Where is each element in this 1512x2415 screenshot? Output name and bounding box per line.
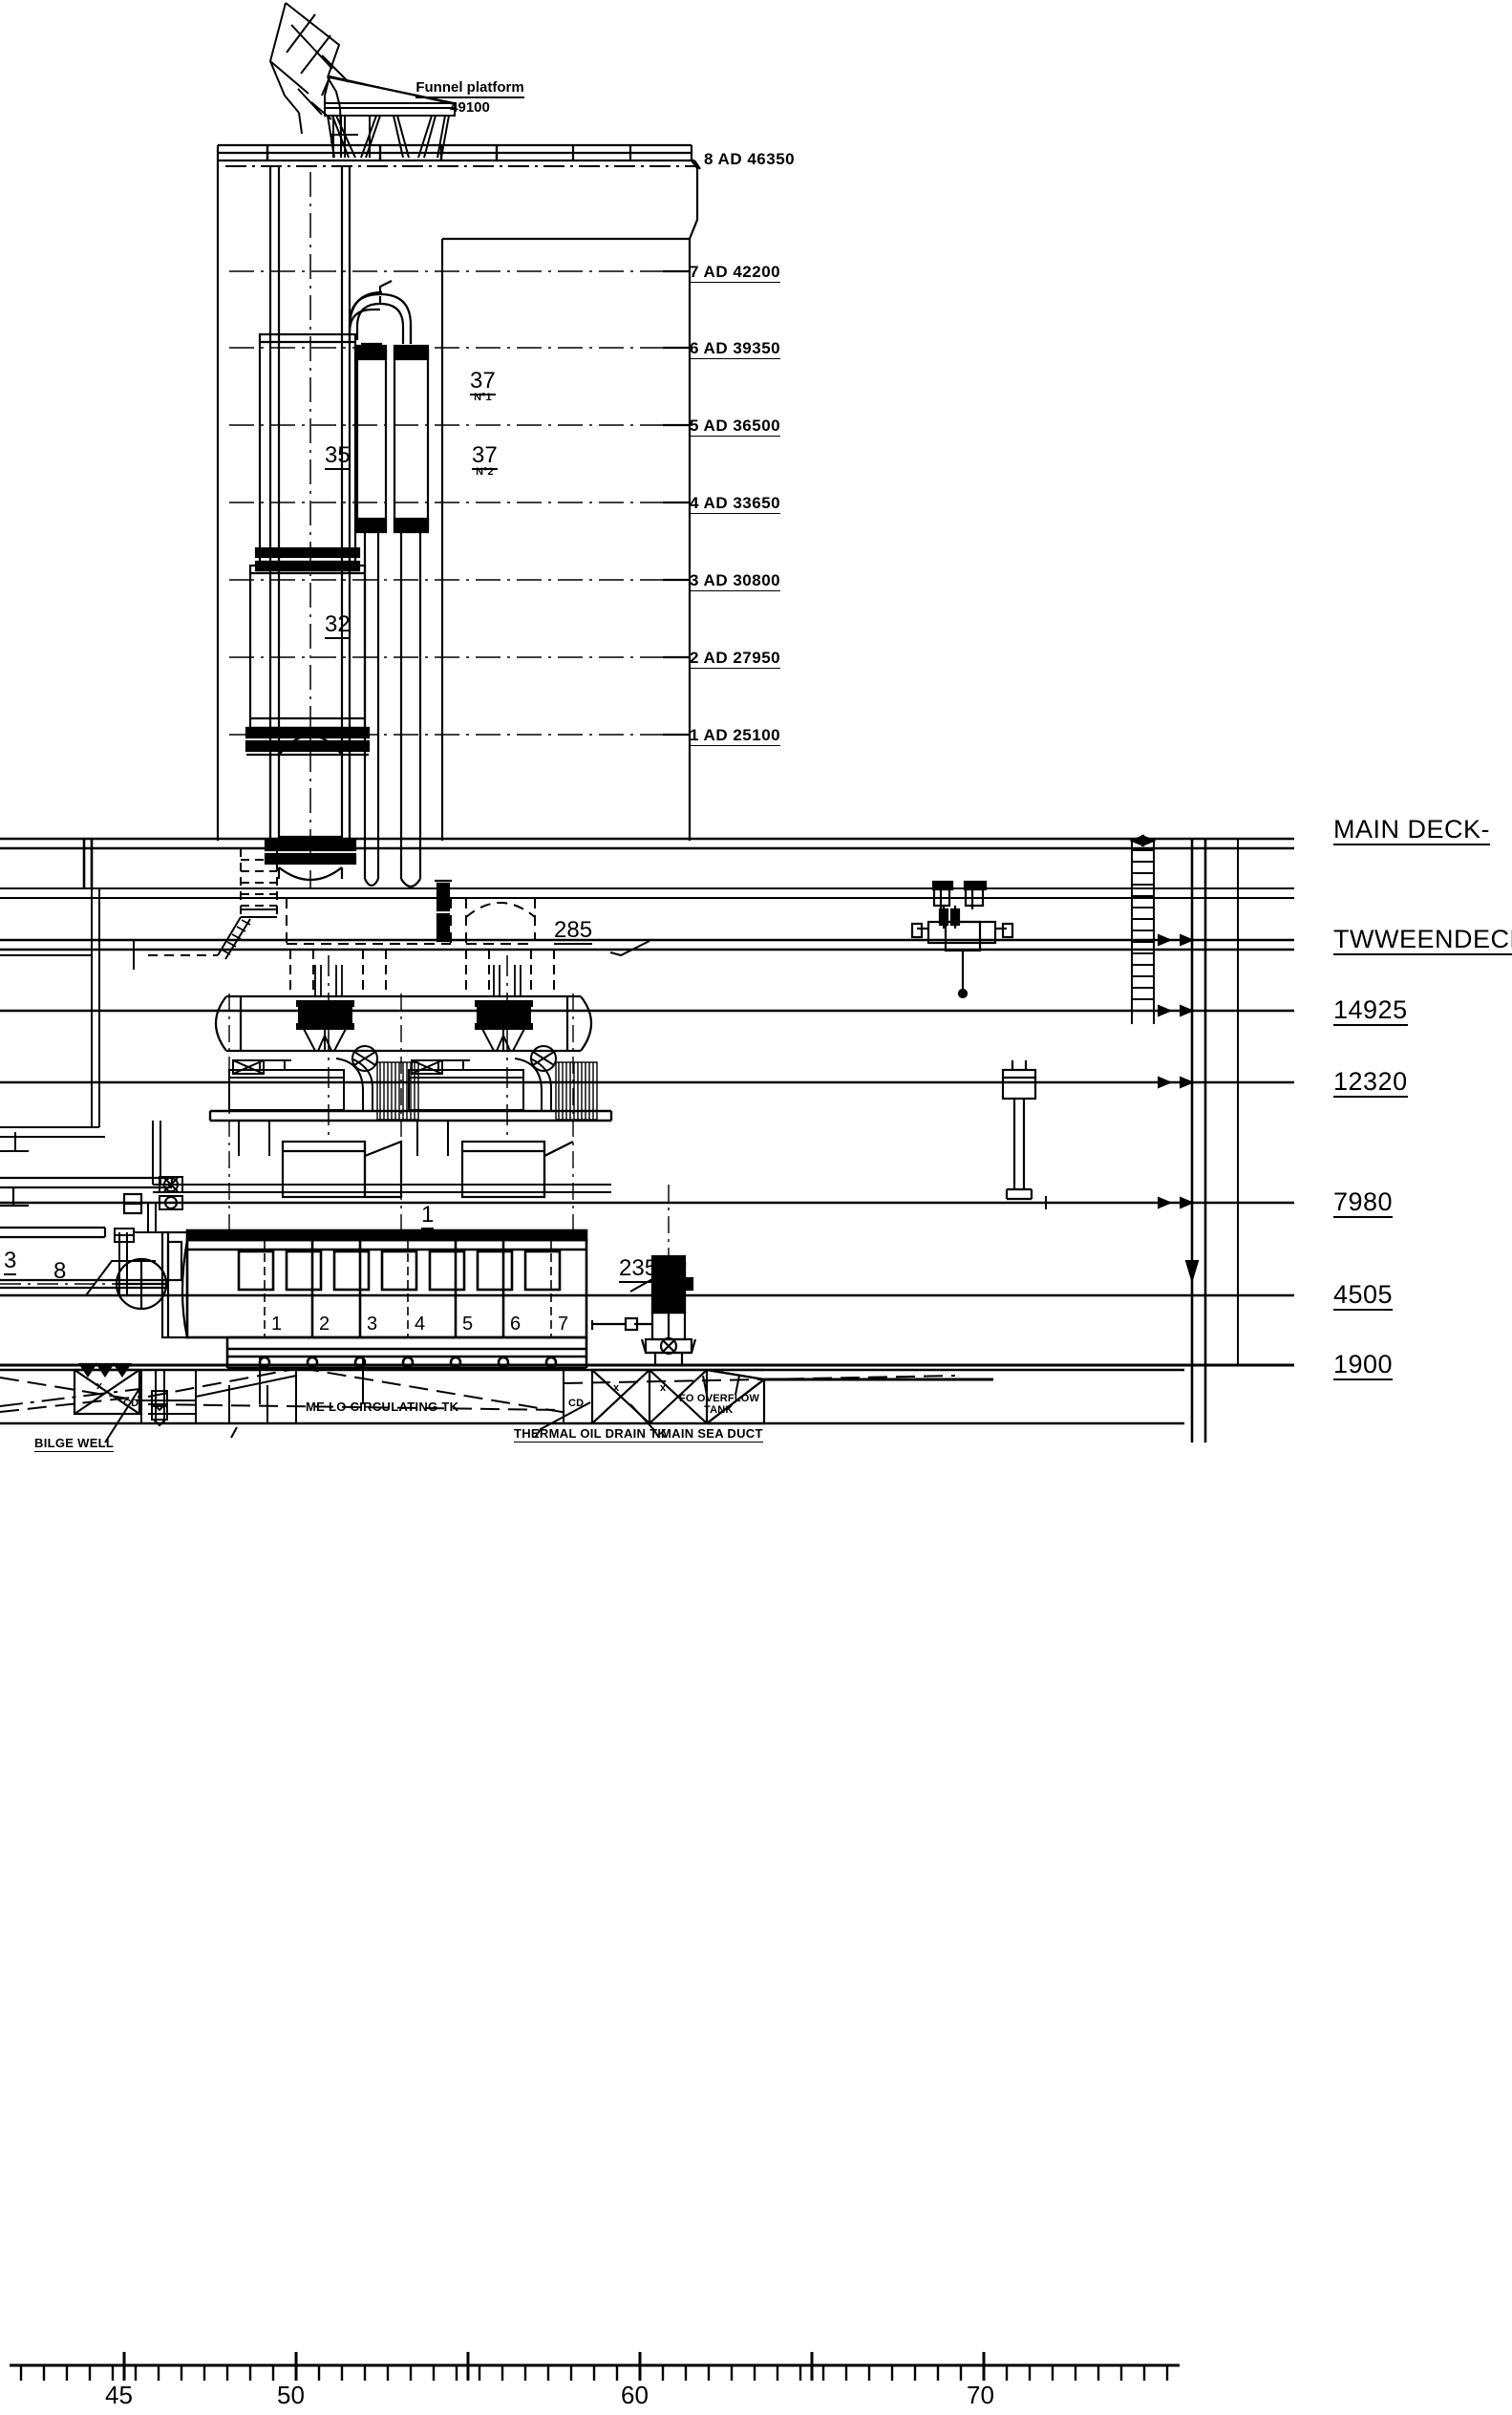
main-deck-structure (0, 848, 1294, 1138)
fo-overflow-tank (590, 1368, 766, 1425)
frame-number-45: 45 (105, 2381, 133, 2409)
exhaust-risers-chain (328, 955, 508, 1137)
deck-label-4505: 4505 (1333, 1281, 1394, 1312)
service-tank-cylinder (215, 994, 592, 1053)
tank-label-bilge-well: BILGE WELL (34, 1436, 115, 1452)
aux-piping-upper (289, 950, 555, 994)
main-deck (0, 837, 1294, 888)
cylinder-number-3: 3 (367, 1314, 378, 1335)
callout-1-main-engine: 1 (421, 1203, 435, 1230)
deckhouse-shell (216, 160, 701, 841)
turbocharger-1 (296, 1000, 354, 1052)
cylinder-number-4: 4 (415, 1314, 426, 1335)
er-grid-chain (228, 994, 670, 1337)
engine-casing-solid-bits (435, 879, 452, 943)
funnel-platform-elevation: 49100 (450, 98, 490, 116)
left-deck-marks (0, 1132, 1060, 1209)
tank-label-fo-overflow: FO OVERFLOW (679, 1393, 760, 1404)
deck-label-7: 7 AD 42200 (690, 263, 781, 283)
right-compartment-lines (1205, 839, 1294, 1366)
engine-thrust-end (0, 1192, 189, 1339)
cylinder-number-2: 2 (319, 1314, 330, 1335)
deck-label-8: 8 AD 46350 (704, 150, 796, 168)
deck-label-1: 1 AD 25100 (690, 726, 781, 746)
deckhouse-deck-chainlines (229, 270, 669, 736)
cylinder-number-1: 1 (271, 1314, 283, 1335)
tank-divisions (140, 1370, 564, 1423)
cylinder-number-5: 5 (462, 1314, 474, 1335)
tweendeck (0, 938, 1294, 951)
cylinder-number-6: 6 (510, 1314, 522, 1335)
callout-37-no2: 37 N°2 (472, 442, 498, 479)
callout-8: 8 (53, 1258, 67, 1284)
callout-285: 285 (554, 918, 593, 946)
cylinder-number-7: 7 (558, 1314, 569, 1335)
deck-label-main-deck: MAIN DECK- (1333, 816, 1491, 846)
funnel-cap (268, 2, 350, 135)
exhaust-risers (314, 965, 522, 996)
turbocharger-2 (475, 1000, 533, 1052)
engine-upper-frames (228, 1045, 598, 1156)
funnel-platform-title: Funnel platform (415, 80, 524, 98)
deck-label-12320: 12320 (1333, 1068, 1408, 1099)
hull-bottom-chain (0, 1388, 140, 1407)
tank-x-mark-2: x (613, 1382, 620, 1394)
deck-label-7980: 7980 (1333, 1188, 1394, 1219)
deck-label-1900: 1900 (1333, 1351, 1394, 1381)
funnel-casing-bottom (264, 734, 357, 881)
deckhouse-deck-lines (663, 269, 690, 737)
frame-number-60: 60 (621, 2381, 649, 2409)
sounding-pipes (151, 1357, 364, 1427)
vertical-stand-pipe (1001, 1060, 1037, 1201)
callout-37-no1: 37 N°1 (470, 368, 496, 404)
callout-leader-235 (629, 1262, 682, 1293)
tank-x-mark-1: x (96, 1380, 103, 1392)
engine-aux-gear (153, 1176, 201, 1210)
engine-room-ladder (1131, 839, 1155, 1024)
ceiling-deck-mark-right: CD (568, 1398, 585, 1409)
callout-235: 235 (619, 1256, 658, 1284)
deck-label-6: 6 AD 39350 (690, 339, 781, 359)
tank-leaders (230, 1375, 740, 1439)
engine-cooling-pipes (152, 1121, 611, 1193)
deck-label-2: 2 AD 27950 (690, 649, 781, 669)
callout-3: 3 (4, 1249, 17, 1276)
engine-mid-block (281, 1140, 574, 1199)
callout-leader-8 (85, 1260, 156, 1296)
deck-label-14925: 14925 (1333, 996, 1408, 1027)
frame-number-50: 50 (277, 2381, 305, 2409)
frame-scale-ticks-major (122, 2352, 986, 2381)
lower-er-structure (114, 1202, 187, 1295)
main-engine-block (185, 1229, 588, 1370)
deck-label-tweendeck: TWWEENDECK (1333, 926, 1512, 956)
tank-label-main-sea-duct: MAIN SEA DUCT (661, 1426, 763, 1443)
frame-scale-ticks-minor (19, 2365, 1169, 2381)
bilge-well-leader (104, 1386, 141, 1443)
callout-35: 35 (325, 443, 351, 471)
left-platform (0, 1176, 174, 1239)
funnel-platform (321, 75, 456, 159)
deck-8-platform (216, 143, 694, 162)
hull-side-shell (1190, 839, 1207, 1443)
exhaust-gas-boiler-37-2 (356, 344, 430, 888)
bilge-well (73, 1362, 141, 1416)
deck-label-3: 3 AD 30800 (690, 571, 781, 591)
tank-x-mark-3: x (660, 1382, 667, 1394)
frame-number-70: 70 (967, 2381, 994, 2409)
tank-label-me-lo-circulating-tk: ME LO CIRCULATING TK (306, 1400, 459, 1414)
engine-casing-below-deck (286, 897, 536, 945)
tank-label-fo-overflow-tank: TANK (704, 1404, 734, 1416)
deck-label-5: 5 AD 36500 (690, 417, 781, 437)
me-lo-tank (0, 1367, 956, 1415)
ceiling-deck-mark-left: CD (123, 1398, 139, 1409)
funnel-platform-label: Funnel platform 49100 (408, 80, 532, 116)
tank-label-thermal-oil-drain-tk: THERMAL OIL DRAIN TK (514, 1426, 668, 1443)
piping-285 (910, 880, 1014, 999)
dimension-arrows (1129, 834, 1200, 1284)
exhaust-elbows (348, 280, 413, 344)
callout-32: 32 (325, 612, 351, 640)
deck-label-4: 4 AD 33650 (690, 494, 781, 514)
callout-leader-285 (609, 940, 650, 957)
